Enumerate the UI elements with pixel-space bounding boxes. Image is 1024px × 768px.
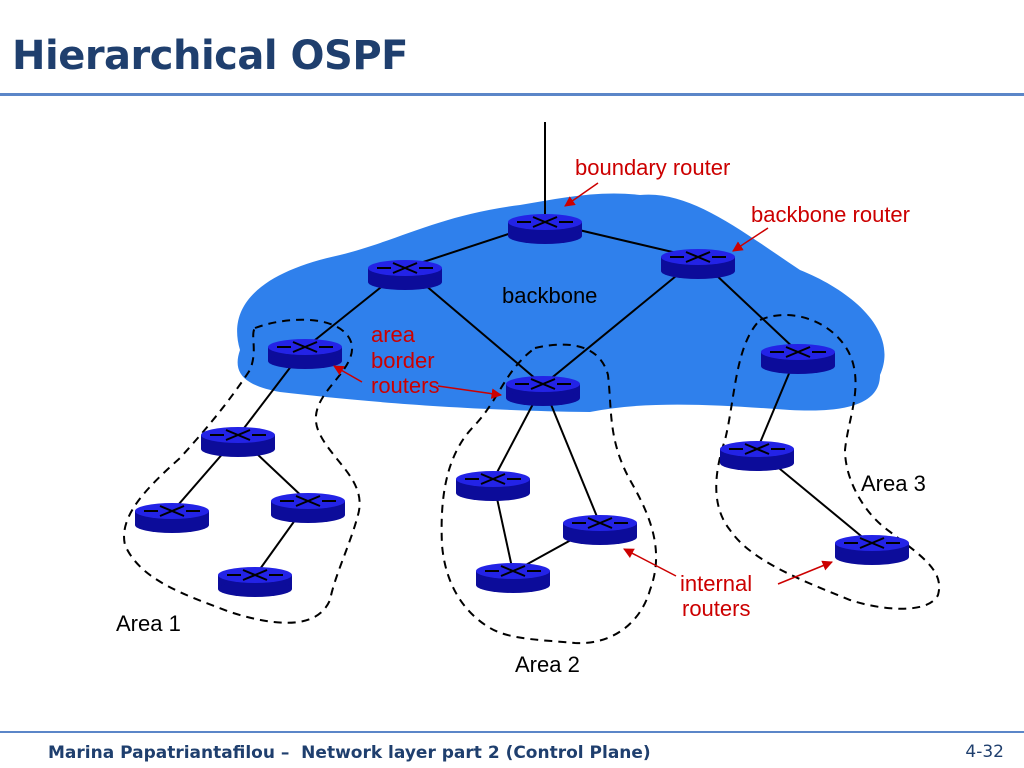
area-border-router-icon: [760, 343, 836, 375]
router-icon: [367, 259, 443, 291]
page-number: 4-32: [965, 742, 1004, 762]
page-title: Hierarchical OSPF: [12, 33, 408, 79]
internal-router-arrow: [623, 548, 677, 577]
internal-router-icon: [455, 470, 531, 502]
internal-router-icon: [719, 440, 795, 472]
internal-router-icon: [475, 562, 551, 594]
boundary-router-label: boundary router: [575, 155, 730, 180]
area2-boundary: [440, 343, 658, 645]
boundary-router-icon: [507, 213, 583, 245]
internal-router-icon: [834, 534, 910, 566]
footer-divider: [0, 731, 1024, 733]
internal-router-arrow: [777, 560, 833, 585]
title-divider: [0, 93, 1024, 96]
area-border-label-line2: border: [371, 348, 435, 373]
area2-label: Area 2: [515, 652, 580, 677]
internal-router-icon: [270, 492, 346, 524]
backbone-label: backbone: [502, 283, 597, 308]
area-border-router-icon: [267, 338, 343, 370]
internal-routers-label-line2: routers: [682, 596, 750, 621]
area-border-arrow: [333, 365, 363, 383]
internal-router-icon: [134, 502, 210, 534]
area-border-arrow: [437, 385, 503, 399]
internal-router-icon: [200, 426, 276, 458]
area-border-router-icon: [505, 375, 581, 407]
backbone-router-icon: [660, 248, 736, 280]
boundary-router-arrow: [564, 182, 599, 207]
backbone-router-arrow: [732, 227, 769, 252]
internal-routers-label-line1: internal: [680, 571, 752, 596]
internal-router-icon: [562, 514, 638, 546]
backbone-cloud: [237, 193, 885, 412]
area-border-label-line1: area: [371, 322, 416, 347]
footer-author: Marina Papatriantafilou – Network layer …: [48, 743, 651, 763]
area3-boundary: [715, 314, 941, 610]
internal-router-icon: [217, 566, 293, 598]
area1-label: Area 1: [116, 611, 181, 636]
area-border-label-line3: routers: [371, 373, 439, 398]
backbone-router-label: backbone router: [751, 202, 910, 227]
area3-label: Area 3: [861, 471, 926, 496]
